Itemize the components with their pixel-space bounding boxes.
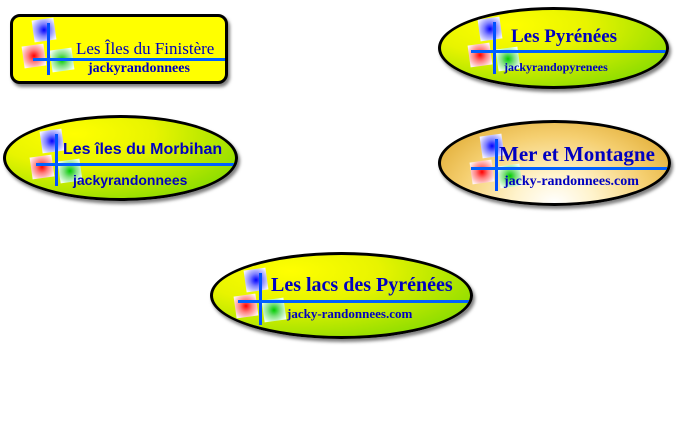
banner-iles-finistere-link[interactable]: Les Îles du Finistère jackyrandonnees (10, 14, 228, 84)
banner-mer-montagne-link[interactable]: Mer et Montagne jacky-randonnees.com (438, 120, 671, 206)
divider-line (36, 163, 234, 166)
divider-line (471, 167, 667, 170)
banner-title: Mer et Montagne (499, 142, 655, 166)
divider-line (471, 50, 666, 53)
banner-iles-morbihan-link[interactable]: Les îles du Morbihan jackyrandonnees (3, 115, 238, 201)
banner-pyrenees-link[interactable]: Les Pyrénées jackyrandopyrenees (438, 7, 669, 89)
divider-line (33, 58, 225, 61)
banner-title: Les Pyrénées (511, 26, 618, 47)
banner-subtitle: jackyrandonnees (73, 172, 188, 188)
banner-title: Les îles du Morbihan (63, 141, 223, 158)
banner-title: Les Îles du Finistère (76, 39, 215, 58)
divider-line (238, 300, 470, 303)
banner-subtitle: jackyrandonnees (88, 61, 190, 76)
banner-title: Les lacs des Pyrénées (271, 274, 453, 296)
logo-icon (469, 133, 531, 197)
logo-icon (233, 267, 295, 331)
banner-subtitle: jackyrandopyrenees (504, 60, 608, 74)
banner-lacs-pyrenees-link[interactable]: Les lacs des Pyrénées jacky-randonnees.c… (210, 252, 473, 339)
logo-icon (29, 128, 91, 192)
logo-icon (467, 16, 529, 80)
banner-subtitle: jacky-randonnees.com (287, 306, 413, 321)
logo-icon (21, 17, 83, 81)
banner-subtitle: jacky-randonnees.com (504, 174, 639, 189)
